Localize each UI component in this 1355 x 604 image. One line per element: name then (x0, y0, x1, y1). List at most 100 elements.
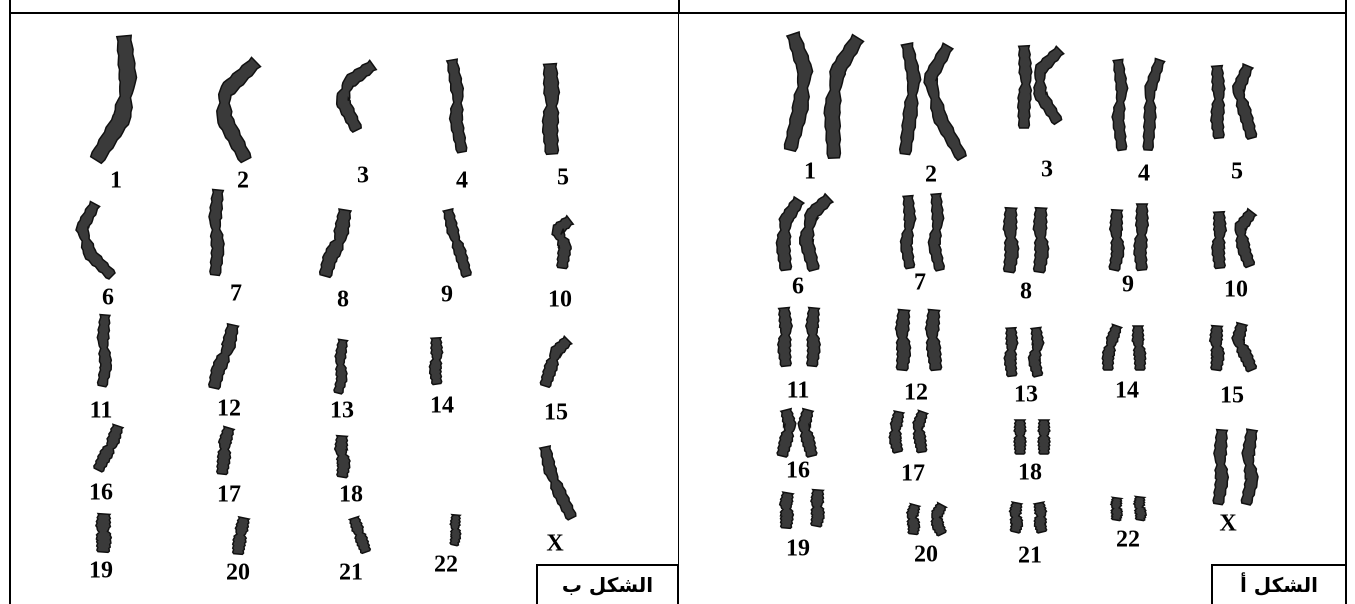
chromosome-b-6 (75, 200, 116, 280)
label-b-15: 15 (544, 399, 568, 426)
label-b-16: 16 (89, 479, 113, 506)
chromosome-b-19 (95, 512, 113, 554)
label-b-18: 18 (339, 481, 363, 508)
chromosome-a-3-right (1033, 45, 1065, 126)
chromosome-a-21-left (1008, 501, 1024, 534)
chromosome-b-15 (539, 334, 574, 389)
label-a-18: 18 (1018, 459, 1042, 486)
chromosome-a-22-right (1132, 495, 1148, 522)
panel-b: الشكل ب (9, 12, 679, 604)
label-a-22: 22 (1116, 526, 1140, 553)
label-a-15: 15 (1220, 382, 1244, 409)
chromosome-a-1-left (783, 31, 814, 153)
chromosome-a-x-right (1240, 428, 1259, 506)
chromosome-a-21-right (1032, 501, 1048, 534)
chromosome-b-5 (541, 62, 561, 156)
chromosome-a-16-left (776, 407, 797, 458)
label-b-1: 1 (110, 167, 122, 194)
chromosome-a-12-right (924, 308, 943, 372)
label-b-3: 3 (357, 162, 369, 189)
label-b-22: 22 (434, 551, 458, 578)
label-a-8: 8 (1020, 278, 1032, 305)
label-b-5: 5 (557, 164, 569, 191)
chromosome-a-15-right (1231, 321, 1258, 373)
chromosome-b-8 (318, 208, 353, 279)
chromosome-a-22-left (1109, 496, 1124, 522)
label-b-x: X (546, 530, 564, 557)
label-a-3: 3 (1041, 156, 1053, 183)
chromosome-b-9 (441, 207, 472, 278)
chromosome-a-2-left (898, 41, 922, 156)
chromosome-b-10 (551, 214, 575, 270)
label-a-13: 13 (1014, 381, 1038, 408)
chromosome-a-14-left (1101, 323, 1124, 371)
chromosome-b-20 (231, 515, 251, 556)
chromosome-a-6-right (799, 192, 835, 273)
label-b-13: 13 (330, 397, 354, 424)
label-a-6: 6 (792, 273, 804, 300)
label-a-1: 1 (804, 158, 816, 185)
chromosome-b-7 (208, 188, 225, 277)
chromosome-b-17 (215, 425, 236, 476)
chromosome-a-11-left (777, 306, 793, 368)
label-a-14: 14 (1115, 377, 1139, 404)
chromosome-a-7-left (899, 194, 917, 270)
label-b-2: 2 (237, 167, 249, 194)
chromosome-a-13-right (1027, 326, 1045, 378)
chromosome-a-9-left (1108, 208, 1125, 272)
chromosome-a-19-left (778, 491, 795, 530)
chromosome-a-5-left (1210, 64, 1226, 140)
label-b-9: 9 (441, 281, 453, 308)
chromosome-a-7-right (927, 192, 945, 272)
frame-line-left (9, 0, 11, 12)
frame-line-middle (678, 0, 680, 12)
chromosome-a-12-left (894, 308, 912, 372)
chromosome-a-4-left (1111, 58, 1129, 152)
frame-line-right (1345, 0, 1347, 12)
panel-a: الشكل أ (678, 12, 1347, 604)
chromosome-b-13 (333, 338, 349, 395)
chromosome-b-4 (445, 58, 468, 154)
label-b-17: 17 (217, 481, 241, 508)
chromosome-a-19-right (810, 488, 826, 528)
chromosome-a-17-left (888, 409, 906, 454)
label-a-x: X (1219, 510, 1237, 537)
label-a-11: 11 (786, 377, 810, 404)
chromosome-b-12 (208, 322, 240, 390)
label-b-8: 8 (337, 286, 349, 313)
label-a-4: 4 (1138, 160, 1150, 187)
chromosome-a-8-left (1002, 206, 1020, 274)
label-b-11: 11 (89, 397, 113, 424)
chromosome-a-20-left (905, 502, 922, 536)
chromosome-b-18 (333, 434, 351, 479)
chromosome-b-1 (89, 34, 138, 165)
label-b-7: 7 (230, 280, 242, 307)
label-a-16: 16 (786, 457, 810, 484)
label-a-19: 19 (786, 535, 810, 562)
label-a-5: 5 (1231, 158, 1243, 185)
label-b-19: 19 (89, 557, 113, 584)
chromosome-a-18-right (1037, 419, 1051, 455)
chromosome-a-11-right (805, 306, 821, 368)
label-b-10: 10 (548, 286, 572, 313)
chromosome-a-17-right (912, 409, 930, 454)
chromosome-b-14 (428, 336, 444, 386)
chromosome-b-22 (449, 513, 462, 547)
label-b-12: 12 (217, 395, 241, 422)
chromosome-a-13-left (1003, 326, 1019, 378)
chromosome-a-9-right (1133, 203, 1150, 272)
label-b-20: 20 (226, 559, 250, 586)
chromosome-b-2 (216, 56, 262, 164)
chromosome-b-11 (96, 313, 113, 388)
label-a-17: 17 (901, 460, 925, 487)
label-a-7: 7 (914, 269, 926, 296)
chromosome-a-15-left (1208, 324, 1226, 372)
chromosome-a-18-left (1013, 419, 1027, 455)
panel-a-caption: الشكل أ (1211, 564, 1347, 604)
label-a-2: 2 (925, 161, 937, 188)
chromosome-a-8-right (1032, 206, 1050, 274)
chromosome-a-20-right (930, 501, 948, 537)
chromosome-a-6-left (775, 195, 806, 272)
label-b-14: 14 (430, 392, 454, 419)
